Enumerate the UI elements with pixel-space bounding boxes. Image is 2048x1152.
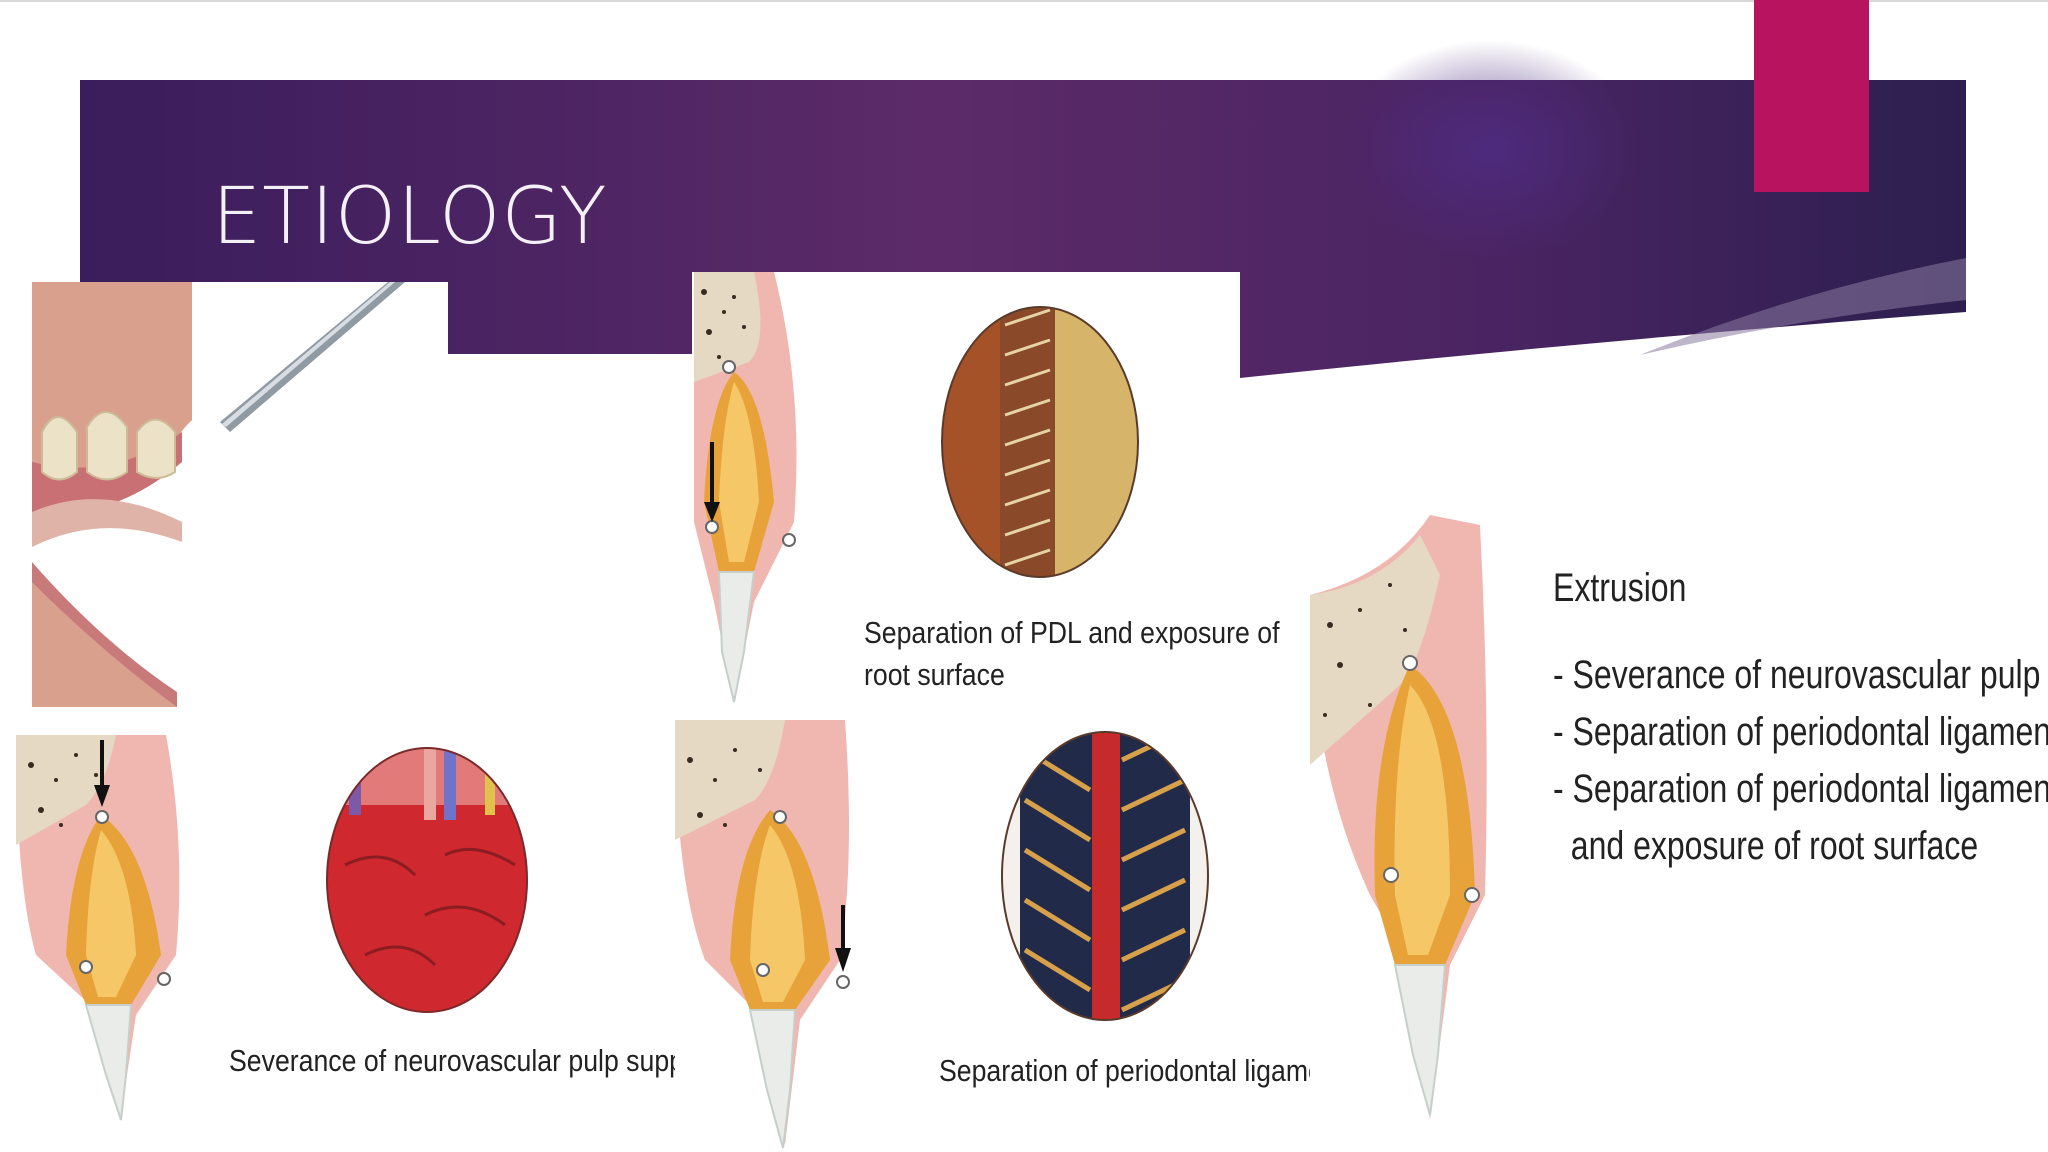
- caption-pdl-exposure-line1: Separation of PDL and exposure of: [864, 615, 1280, 650]
- mouth-photo: [32, 282, 192, 707]
- caption-pdl: Separation of periodontal ligament: [939, 1053, 1346, 1088]
- caption-pulp: Severance of neurovascular pulp supply: [229, 1043, 704, 1078]
- extrusion-item-3: - Separation of periodontal ligament: [1553, 767, 2048, 811]
- tooth-diagram-pulp: [16, 735, 186, 1125]
- extrusion-item-1: - Severance of neurovascular pulp supply: [1553, 653, 2048, 697]
- extrusion-item-4: and exposure of root surface: [1553, 824, 1979, 868]
- title-banner: [0, 0, 2048, 378]
- tooth-diagram-pdl: [675, 720, 855, 1150]
- pulp-zoom-oval: [326, 747, 528, 1013]
- extrusion-panel: Extrusion - Severance of neurovascular p…: [1553, 560, 2048, 875]
- dental-instrument: [220, 282, 405, 432]
- extrusion-heading: Extrusion: [1553, 566, 1687, 610]
- accent-tab: [1754, 0, 1869, 192]
- tooth-diagram-extrusion: [1310, 515, 1490, 1125]
- slide-title: ETIOLOGY: [212, 172, 608, 262]
- pdl-separation-zoom-oval: [1001, 731, 1209, 1021]
- tooth-diagram-pdl-exposure: [694, 272, 804, 707]
- caption-pdl-exposure-line2: root surface: [864, 656, 1005, 692]
- extrusion-item-2: - Separation of periodontal ligament: [1553, 710, 2048, 754]
- pdl-zoom-oval: [941, 306, 1139, 578]
